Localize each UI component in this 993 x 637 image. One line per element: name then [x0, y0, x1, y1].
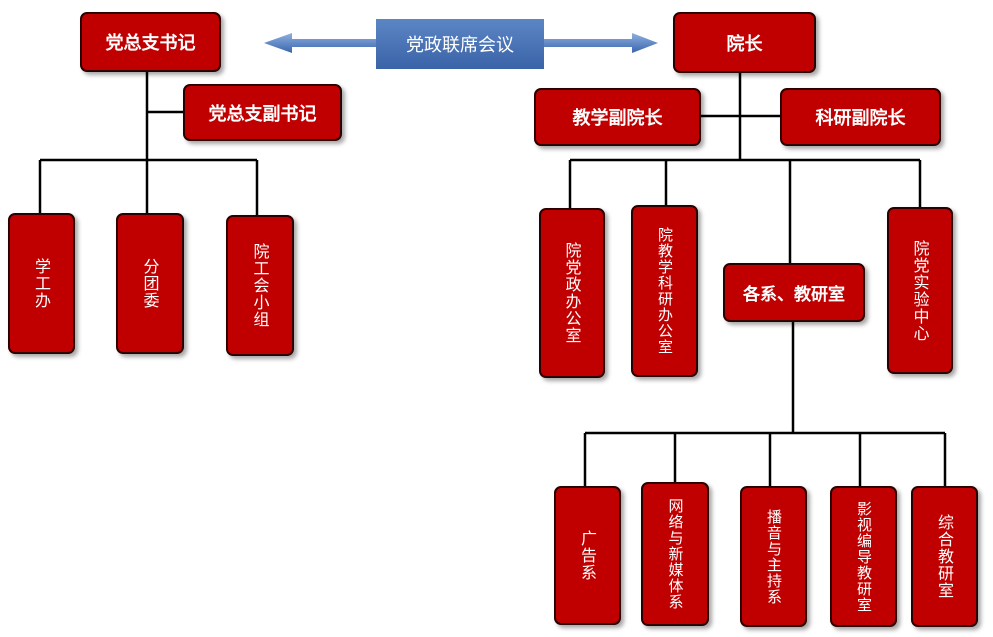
admin-office-box: 院党政办公室 — [539, 208, 605, 378]
dept-film-directing-box: 影视编导教研室 — [830, 486, 897, 627]
dept-advertising-label: 广告系 — [578, 530, 597, 581]
youth-league-box: 分团委 — [116, 213, 184, 354]
dept-broadcasting-box: 播音与主持系 — [740, 486, 807, 627]
dean-label: 院长 — [726, 33, 763, 55]
dept-comprehensive-box: 综合教研室 — [911, 486, 978, 627]
dept-advertising-box: 广告系 — [554, 486, 621, 625]
departments-label: 各系、教研室 — [743, 285, 845, 305]
dept-broadcasting-label: 播音与主持系 — [765, 508, 783, 605]
lab-center-box: 院党实验中心 — [887, 207, 953, 374]
dept-comprehensive-label: 综合教研室 — [935, 514, 954, 599]
union-group-box: 院工会小组 — [226, 215, 294, 356]
dept-new-media-label: 网络与新媒体系 — [666, 498, 685, 610]
party-secretary-box: 党总支书记 — [80, 12, 221, 72]
party-deputy-box: 党总支副书记 — [183, 84, 342, 141]
teaching-research-office-box: 院教学科研办公室 — [631, 205, 698, 377]
youth-league-label: 分团委 — [140, 258, 160, 309]
dean-box: 院长 — [673, 12, 816, 73]
vice-dean-teaching-box: 教学副院长 — [534, 88, 701, 146]
student-affairs-label: 学工办 — [32, 258, 51, 309]
dept-film-directing-label: 影视编导教研室 — [855, 500, 873, 613]
party-deputy-label: 党总支副书记 — [208, 103, 317, 125]
joint-meeting-label: 党政联席会议 — [376, 19, 544, 69]
dept-new-media-box: 网络与新媒体系 — [641, 482, 709, 626]
vice-dean-research-box: 科研副院长 — [780, 88, 941, 146]
student-affairs-box: 学工办 — [8, 213, 75, 354]
party-secretary-label: 党总支书记 — [105, 33, 196, 54]
teaching-research-office-label: 院教学科研办公室 — [656, 227, 674, 355]
vice-dean-teaching-label: 教学副院长 — [572, 108, 663, 129]
departments-box: 各系、教研室 — [723, 263, 865, 322]
admin-office-label: 院党政办公室 — [562, 242, 582, 344]
union-group-label: 院工会小组 — [250, 243, 270, 328]
vice-dean-research-label: 科研副院长 — [815, 108, 906, 129]
lab-center-label: 院党实验中心 — [910, 239, 930, 342]
